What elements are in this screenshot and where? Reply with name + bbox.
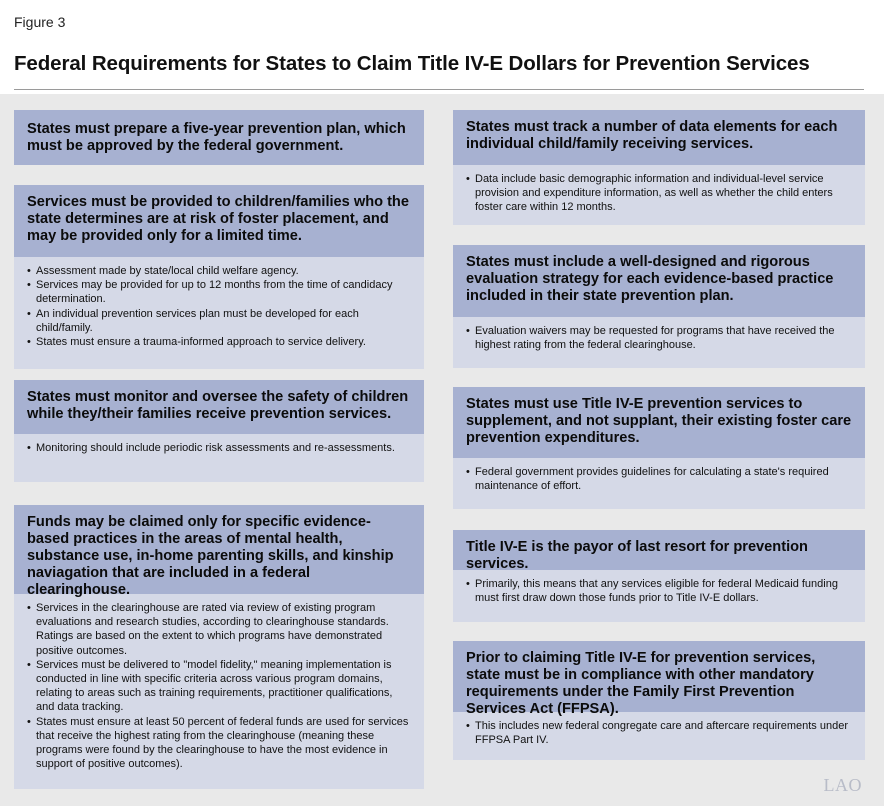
requirement-heading: States must include a well-designed and …: [453, 245, 865, 317]
requirement-card-evidence-based: Funds may be claimed only for specific e…: [14, 505, 424, 789]
requirement-heading: Prior to claiming Title IV-E for prevent…: [453, 641, 865, 717]
detail-bullet: Assessment made by state/local child wel…: [27, 264, 412, 278]
detail-bullet: Data include basic demographic informati…: [466, 172, 853, 215]
requirement-details: Federal government provides guidelines f…: [453, 458, 865, 509]
requirement-heading: Title IV-E is the payor of last resort f…: [453, 530, 865, 572]
requirement-details: Assessment made by state/local child wel…: [14, 257, 424, 369]
figure-label: Figure 3: [14, 14, 66, 30]
requirement-details: Evaluation waivers may be requested for …: [453, 317, 865, 368]
detail-bullet: States must ensure at least 50 percent o…: [27, 715, 412, 772]
requirement-details: This includes new federal congregate car…: [453, 712, 865, 760]
requirement-heading: States must track a number of data eleme…: [453, 110, 865, 165]
lao-logo: LAO: [823, 775, 862, 795]
requirement-card-safety: States must monitor and oversee the safe…: [14, 380, 424, 482]
requirement-heading: Services must be provided to children/fa…: [14, 185, 424, 257]
requirement-heading: Funds may be claimed only for specific e…: [14, 505, 424, 598]
requirement-card-prevention-plan: States must prepare a five-year preventi…: [14, 110, 424, 165]
requirement-card-supplement: States must use Title IV-E prevention se…: [453, 387, 865, 509]
detail-bullet: Evaluation waivers may be requested for …: [466, 324, 853, 352]
requirement-heading: States must monitor and oversee the safe…: [14, 380, 424, 434]
requirement-heading: States must prepare a five-year preventi…: [14, 110, 424, 165]
requirement-details: Data include basic demographic informati…: [453, 165, 865, 225]
requirement-card-evaluation: States must include a well-designed and …: [453, 245, 865, 368]
detail-bullet: Services in the clearinghouse are rated …: [27, 601, 412, 658]
detail-bullet: Monitoring should include periodic risk …: [27, 441, 412, 455]
detail-bullet: This includes new federal congregate car…: [466, 719, 853, 747]
requirement-heading: States must use Title IV-E prevention se…: [453, 387, 865, 458]
page-title: Federal Requirements for States to Claim…: [14, 52, 810, 75]
detail-bullet: Services must be delivered to "model fid…: [27, 658, 412, 715]
detail-bullet: Primarily, this means that any services …: [466, 577, 853, 605]
requirement-card-data-tracking: States must track a number of data eleme…: [453, 110, 865, 225]
detail-bullet: Services may be provided for up to 12 mo…: [27, 278, 412, 306]
detail-bullet: Federal government provides guidelines f…: [466, 465, 853, 493]
requirement-card-at-risk: Services must be provided to children/fa…: [14, 185, 424, 369]
requirement-details: Services in the clearinghouse are rated …: [14, 594, 424, 789]
requirement-card-payor-last-resort: Title IV-E is the payor of last resort f…: [453, 530, 865, 622]
detail-bullet: States must ensure a trauma-informed app…: [27, 335, 412, 349]
requirement-details: Monitoring should include periodic risk …: [14, 434, 424, 482]
detail-bullet: An individual prevention services plan m…: [27, 307, 412, 335]
title-divider: [14, 89, 864, 90]
requirement-card-ffpsa-compliance: Prior to claiming Title IV-E for prevent…: [453, 641, 865, 760]
requirement-details: Primarily, this means that any services …: [453, 570, 865, 622]
